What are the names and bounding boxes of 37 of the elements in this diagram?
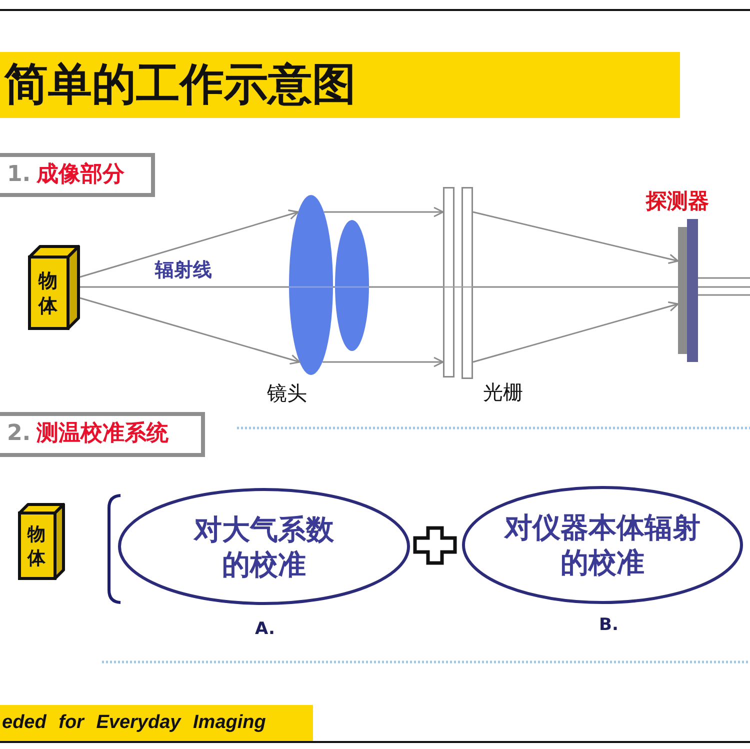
detector-label: 探测器 [646, 189, 709, 214]
arrow [472, 211, 679, 264]
lens [289, 195, 333, 375]
lens [335, 220, 369, 351]
calibration-ellipse [462, 486, 743, 604]
section-heading: 成像部分 [36, 162, 125, 188]
section-heading: 测温校准系统 [36, 421, 169, 448]
grating [443, 187, 473, 379]
lens-label: 镜头 [267, 381, 307, 405]
section-number: 2. [7, 421, 31, 448]
ellipse-caption: A. [255, 619, 275, 640]
title: 简单的工作示意图 [4, 60, 356, 110]
arrow [324, 206, 444, 218]
arrow [472, 301, 679, 363]
connector-line [333, 286, 335, 288]
section-number: 1. [7, 162, 31, 188]
arrow [80, 297, 300, 365]
object-label: 物体 [38, 268, 58, 318]
connector-line [698, 286, 750, 288]
connector-line [369, 286, 443, 288]
connector-line [80, 286, 289, 288]
ellipse-label: 对仪器本体辐射的校准 [502, 510, 702, 580]
connector-line [473, 286, 678, 288]
ellipse-label: 对大气系数的校准 [192, 512, 335, 582]
section-box [0, 153, 155, 197]
ray-label: 辐射线 [155, 259, 212, 282]
object-label: 物体 [26, 523, 46, 570]
ellipse-caption: B. [599, 615, 618, 636]
connector-line [698, 294, 750, 296]
detector [678, 219, 698, 362]
section-box [0, 412, 205, 457]
calibration-ellipse [118, 488, 410, 605]
connector-line [698, 277, 750, 279]
arrow [80, 210, 299, 278]
grating-label: 光栅 [483, 380, 523, 404]
slogan-text: eded for Everyday Imaging [2, 712, 266, 735]
arrow [322, 356, 444, 368]
